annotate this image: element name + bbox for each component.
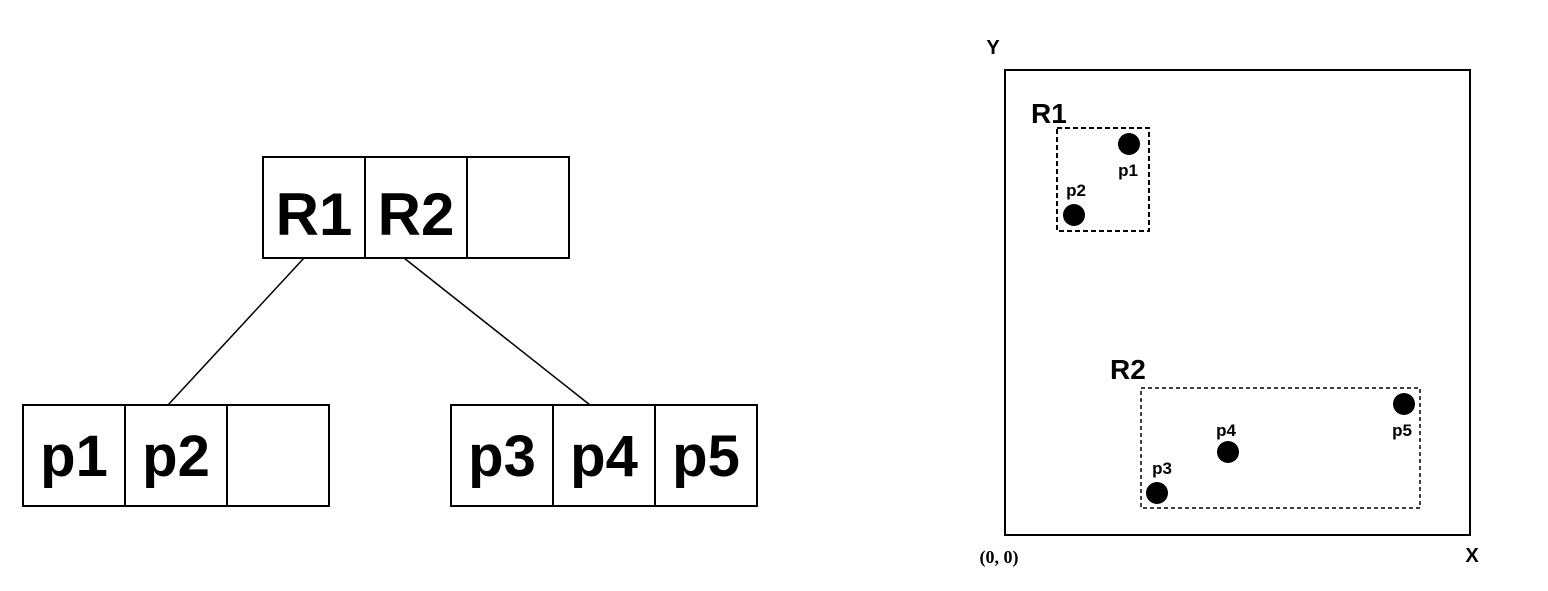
x-axis-label: X bbox=[1465, 545, 1479, 567]
right-leaf-cell-2-label: p4 bbox=[570, 424, 638, 489]
point-p4-marker bbox=[1217, 441, 1239, 463]
y-axis-label: Y bbox=[986, 37, 1000, 59]
root-cell-3 bbox=[466, 156, 570, 259]
root-cell-2 bbox=[364, 156, 468, 259]
point-p5-label: p5 bbox=[1392, 421, 1412, 440]
region-r1: R1 bbox=[1031, 98, 1150, 232]
point-p4-label: p4 bbox=[1216, 421, 1236, 440]
point-p4: p4 bbox=[1216, 421, 1239, 463]
right-leaf-cell-3-label: p5 bbox=[672, 424, 740, 489]
root-node: R1 R2 bbox=[262, 156, 570, 259]
point-p3: p3 bbox=[1146, 459, 1172, 504]
point-p3-label: p3 bbox=[1152, 459, 1172, 478]
right-leaf-cell-2 bbox=[552, 404, 656, 507]
region-r2-label: R2 bbox=[1110, 354, 1146, 385]
left-leaf-cell-1 bbox=[22, 404, 126, 507]
origin-label: (0, 0) bbox=[980, 547, 1019, 568]
right-leaf-cell-1-label: p3 bbox=[468, 424, 536, 489]
point-p2-label: p2 bbox=[1066, 181, 1086, 200]
point-p1: p1 bbox=[1118, 133, 1140, 180]
right-leaf-cell-3 bbox=[654, 404, 758, 507]
tree-edge-r2-to-right-leaf bbox=[403, 257, 591, 406]
point-p2: p2 bbox=[1063, 181, 1086, 226]
space-frame bbox=[1004, 69, 1471, 536]
point-p1-label: p1 bbox=[1118, 161, 1138, 180]
point-p5-marker bbox=[1393, 393, 1415, 415]
point-p3-marker bbox=[1146, 482, 1168, 504]
point-p1-marker bbox=[1118, 133, 1140, 155]
left-leaf-node: p1 p2 bbox=[22, 404, 330, 507]
root-cell-1-label: R1 bbox=[276, 181, 353, 248]
root-cell-2-label: R2 bbox=[378, 181, 455, 248]
tree-edge-r1-to-left-leaf bbox=[167, 257, 305, 406]
right-leaf-node: p3 p4 p5 bbox=[450, 404, 758, 507]
left-leaf-cell-1-label: p1 bbox=[40, 424, 108, 489]
region-r1-label: R1 bbox=[1031, 98, 1067, 129]
root-cell-1 bbox=[262, 156, 366, 259]
region-r1-box bbox=[1056, 127, 1150, 232]
right-leaf-cell-1 bbox=[450, 404, 554, 507]
left-leaf-cell-2-label: p2 bbox=[142, 424, 210, 489]
point-p2-marker bbox=[1063, 204, 1085, 226]
region-r2-box bbox=[1140, 387, 1421, 509]
region-r2: R2 bbox=[1110, 354, 1421, 509]
left-leaf-cell-3 bbox=[226, 404, 330, 507]
point-p5: p5 bbox=[1392, 393, 1415, 440]
